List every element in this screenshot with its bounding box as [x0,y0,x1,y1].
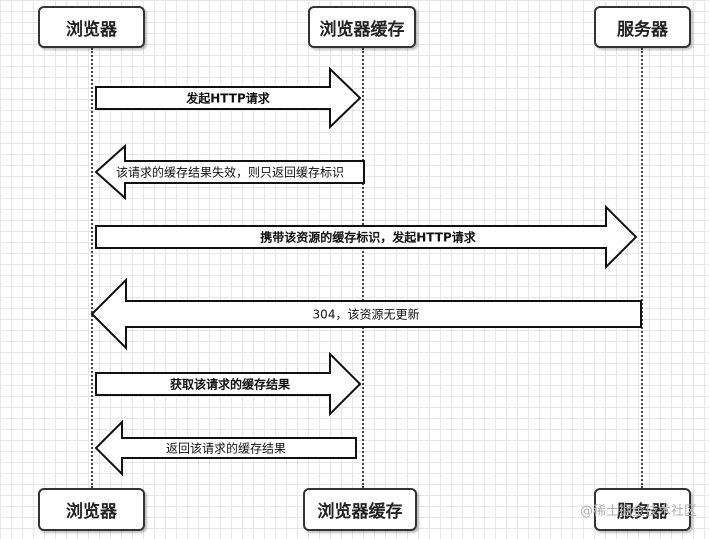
actor-server-bottom: 服务器 [594,488,691,531]
arrow-cache-invalid-reply [94,143,365,201]
message-label: 发起HTTP请求 [186,91,270,106]
arrow-return-cache-result [94,419,357,477]
actor-cache-bottom: 浏览器缓存 [303,488,417,531]
message-label: 携带该资源的缓存标识，发起HTTP请求 [260,230,476,245]
message-label: 获取该请求的缓存结果 [169,377,291,392]
actor-browser-top: 浏览器 [38,6,145,48]
watermark: @稀土掘金技术社区 [579,504,697,519]
actor-browser-bottom: 浏览器 [38,488,145,531]
cache-lifeline [362,48,364,488]
message-label: 该请求的缓存结果失效，则只返回缓存标识 [115,165,345,180]
actor-server-top: 服务器 [594,6,691,48]
actor-cache-top: 浏览器缓存 [308,6,416,48]
message-label: 返回该请求的缓存结果 [165,441,287,456]
message-label: 304，该资源无更新 [312,307,420,322]
browser-lifeline [91,48,93,488]
arrow-get-cache-result [95,351,362,417]
server-lifeline [641,48,643,488]
arrow-304-reply [90,277,642,351]
arrow-request-to-cache [95,66,362,130]
arrow-request-to-server [95,204,638,270]
